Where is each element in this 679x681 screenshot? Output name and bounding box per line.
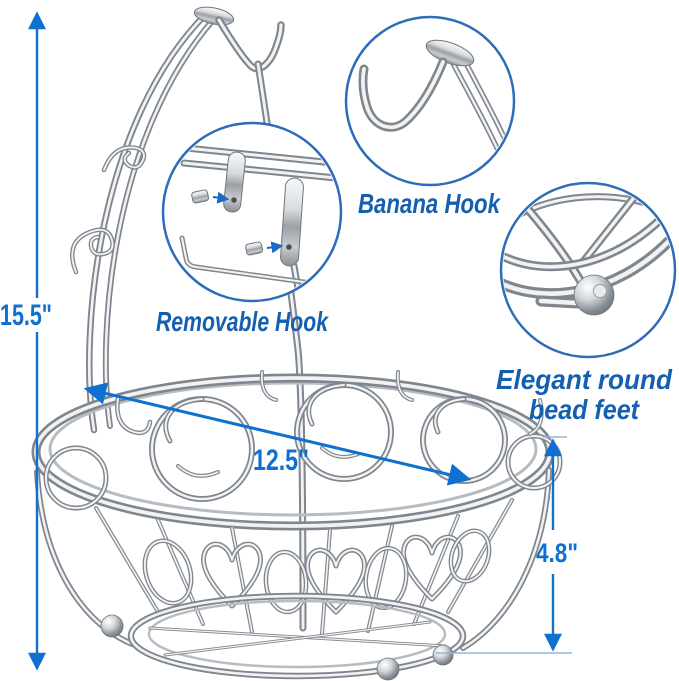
basket-height-value: 4.8" (536, 538, 578, 568)
bead-feet-callout: Elegant round bead feet (496, 181, 677, 425)
spoke (366, 524, 394, 633)
banana-hook-label: Banana Hook (358, 188, 501, 219)
basket-diameter-value: 12.5" (253, 444, 309, 477)
spoke (320, 528, 332, 636)
arm-scroll-curl-lower (70, 227, 115, 275)
scroll-inner-curl (176, 464, 220, 478)
diameter-dimension-line (83, 382, 472, 486)
zoom-foot-stub (535, 295, 583, 309)
scroll-tail (163, 396, 205, 444)
bead-foot (432, 644, 454, 666)
scroll-tail (306, 382, 347, 427)
zoom-bead-foot (573, 274, 615, 316)
bead-feet-label-line2: bead feet (529, 394, 640, 425)
dimension-annotations: 15.5" 12.5" 4.8" (0, 11, 578, 671)
screw-pin (191, 189, 210, 204)
base-cross-wire (163, 620, 432, 657)
bead-feet-callout-circle (499, 181, 677, 359)
pin-pointer-arrow (212, 191, 230, 204)
removable-hook-callout: Removable Hook (156, 121, 343, 337)
banana-hook-wire (215, 16, 285, 73)
zoom-bead-bolt (593, 284, 607, 298)
spoke (94, 506, 160, 614)
scroll-ring (420, 396, 508, 484)
screw-hole (231, 197, 237, 203)
banana-hook-callout: Banana Hook (344, 15, 516, 219)
bead-foot (100, 614, 124, 638)
bead-feet-label-line1: Elegant round (496, 364, 673, 395)
overall-height-value: 15.5" (0, 299, 52, 332)
bead-foot (376, 657, 400, 681)
removable-hook-label: Removable Hook (156, 306, 329, 337)
screw-hole (286, 244, 292, 250)
